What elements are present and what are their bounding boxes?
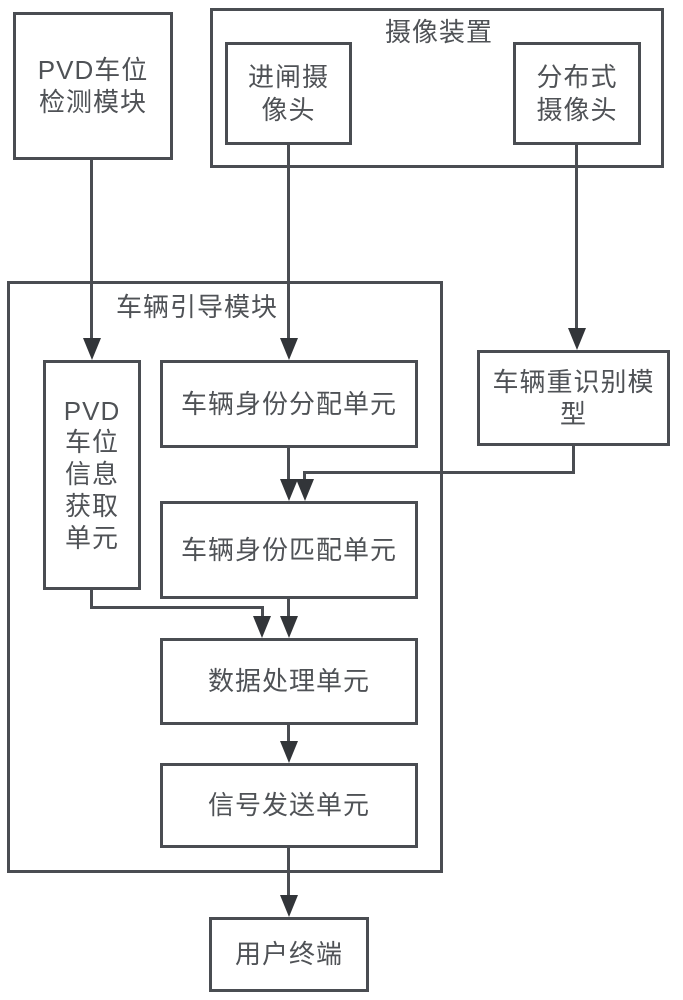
connector-pvd-detection-to-info-line xyxy=(90,159,93,342)
node-vehicle-reid-model-label: 车辆重识别模型 xyxy=(492,366,655,430)
node-distributed-camera: 分布式摄像头 xyxy=(513,42,641,145)
arrowhead-into-user-terminal xyxy=(280,895,298,917)
node-identity-assignment-unit: 车辆身份分配单元 xyxy=(160,360,418,448)
node-identity-assignment-unit-label: 车辆身份分配单元 xyxy=(180,388,397,419)
node-data-processing-unit: 数据处理单元 xyxy=(160,638,418,725)
vehicle-guidance-group: 车辆引导模块 xyxy=(7,281,443,873)
camera-device-group-label: 摄像装置 xyxy=(385,17,494,47)
node-pvd-detection-module-label: PVD车位检测模块 xyxy=(37,54,149,118)
node-pvd-parking-info-unit: PVD车位信息获取单元 xyxy=(43,360,141,590)
connector-gate-camera-to-assignment-line xyxy=(287,144,290,342)
connector-pvd-info-to-data-drop xyxy=(261,606,264,619)
node-gate-camera-label: 进闸摄像头 xyxy=(247,62,329,125)
node-data-processing-unit-label: 数据处理单元 xyxy=(207,666,370,697)
connector-pvd-info-horizontal-segment xyxy=(90,606,264,609)
connector-reid-to-matching-drop xyxy=(303,471,306,484)
connector-matching-to-data-line xyxy=(287,597,290,619)
connector-reid-horizontal-segment xyxy=(303,471,575,474)
vehicle-guidance-group-label: 车辆引导模块 xyxy=(116,292,279,322)
node-signal-sending-unit-label: 信号发送单元 xyxy=(207,790,370,821)
node-signal-sending-unit: 信号发送单元 xyxy=(160,763,418,848)
arrowhead-into-matching-from-reid xyxy=(296,479,314,501)
node-identity-matching-unit: 车辆身份匹配单元 xyxy=(160,501,418,599)
camera-device-group: 摄像装置 xyxy=(210,8,664,168)
connector-distributed-camera-to-reid-line xyxy=(575,144,578,332)
node-gate-camera: 进闸摄像头 xyxy=(225,42,352,145)
arrowhead-into-signal-unit xyxy=(280,741,298,763)
node-pvd-parking-info-unit-label: PVD车位信息获取单元 xyxy=(63,395,121,553)
arrowhead-into-data-from-pvd-info xyxy=(253,616,271,638)
node-user-terminal: 用户终端 xyxy=(209,917,369,992)
connector-pvd-info-down-segment xyxy=(90,588,93,609)
node-vehicle-reid-model: 车辆重识别模型 xyxy=(477,350,670,446)
node-user-terminal-label: 用户终端 xyxy=(234,939,343,970)
arrowhead-into-matching-from-assignment xyxy=(280,479,298,501)
node-distributed-camera-label: 分布式摄像头 xyxy=(536,62,618,125)
connector-signal-to-terminal-line xyxy=(287,846,290,899)
arrowhead-into-data-from-matching xyxy=(280,616,298,638)
connector-assignment-to-matching-line xyxy=(287,446,290,483)
arrowhead-into-pvd-info-unit xyxy=(83,338,101,360)
connector-reid-down-segment xyxy=(572,444,575,474)
arrowhead-into-assignment-unit xyxy=(280,338,298,360)
node-identity-matching-unit-label: 车辆身份匹配单元 xyxy=(180,534,397,565)
node-pvd-detection-module: PVD车位检测模块 xyxy=(13,12,173,160)
connector-data-to-signal-line xyxy=(287,723,290,745)
arrowhead-into-reid-model xyxy=(568,328,586,350)
